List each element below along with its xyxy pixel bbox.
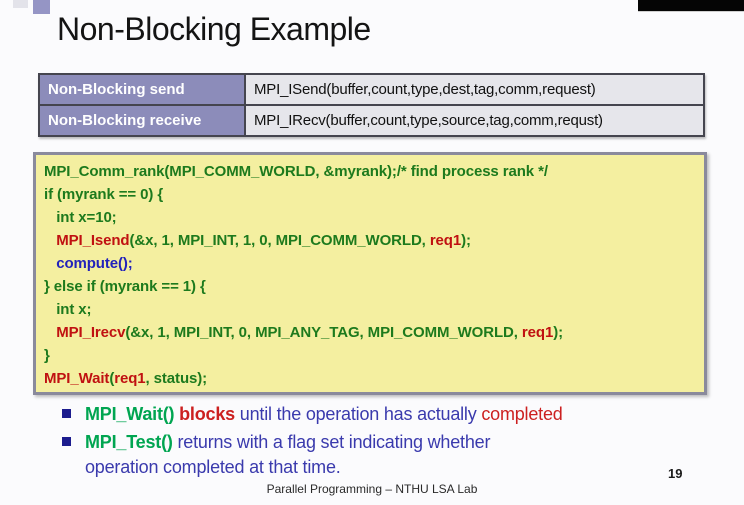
text-segment <box>44 232 56 249</box>
text-segment: MPI_Isend <box>56 232 130 249</box>
text-segment: ( <box>109 370 115 387</box>
text-segment: (&x, 1, MPI_INT, 1, 0, MPI_COMM_WORLD, <box>129 232 430 249</box>
text-segment: int x; <box>44 301 92 318</box>
code-line: MPI_Irecv(&x, 1, MPI_INT, 0, MPI_ANY_TAG… <box>44 321 696 344</box>
text-segment: if (myrank == 0) { <box>44 186 164 203</box>
bullet-list: MPI_Wait() blocks until the operation ha… <box>62 402 702 483</box>
text-segment: req1 <box>114 370 146 387</box>
text-segment: until the operation has actually <box>234 404 482 424</box>
code-line: MPI_Comm_rank(MPI_COMM_WORLD, &myrank);/… <box>44 160 696 183</box>
code-line: MPI_Isend(&x, 1, MPI_INT, 1, 0, MPI_COMM… <box>44 229 696 252</box>
text-segment: int x=10; <box>44 209 117 226</box>
text-segment: req1 <box>429 232 462 249</box>
text-segment: } <box>44 347 50 364</box>
text-segment: ); <box>553 324 563 341</box>
code-line: MPI_Wait(req1, status); <box>44 367 696 390</box>
bullet-item: MPI_Test() returns with a flag set indic… <box>62 430 702 480</box>
footer-text: Parallel Programming – NTHU LSA Lab <box>266 482 478 496</box>
text-segment: MPI_Wait() <box>85 404 175 424</box>
text-segment: , status); <box>145 370 208 387</box>
table-row: Non-Blocking receive MPI_IRecv(buffer,co… <box>38 104 705 137</box>
text-segment <box>44 255 56 272</box>
page-title: Non-Blocking Example <box>57 11 371 47</box>
text-segment: } else if (myrank == 1) { <box>44 278 206 295</box>
code-line: compute(); <box>44 252 696 275</box>
text-segment: MPI_Comm_rank(MPI_COMM_WORLD, &myrank);/… <box>44 163 548 180</box>
text-segment: MPI_Irecv <box>56 324 126 341</box>
text-segment: returns with a flag set indicating wheth… <box>85 432 491 477</box>
corner-deco-purple-square <box>33 0 50 14</box>
text-segment: blocks <box>179 404 235 424</box>
text-segment: req1 <box>521 324 554 341</box>
bullet-text: MPI_Test() returns with a flag set indic… <box>85 430 490 480</box>
text-segment: (&x, 1, MPI_INT, 0, MPI_ANY_TAG, MPI_COM… <box>125 324 522 341</box>
code-line: } <box>44 344 696 367</box>
text-segment: compute(); <box>56 255 133 272</box>
bullet-square-icon <box>62 409 71 418</box>
bullet-text: MPI_Wait() blocks until the operation ha… <box>85 402 563 427</box>
code-line: int x; <box>44 298 696 321</box>
page-number: 19 <box>668 466 683 481</box>
corner-deco-gray-square <box>13 0 28 8</box>
mpi-signature-table: Non-Blocking send MPI_ISend(buffer,count… <box>38 73 705 137</box>
video-overlay-black-bar <box>638 0 744 11</box>
table-row-label: Non-Blocking send <box>38 73 246 106</box>
table-row-label: Non-Blocking receive <box>38 104 246 137</box>
text-segment: completed <box>481 404 563 424</box>
table-row-code: MPI_IRecv(buffer,count,type,source,tag,c… <box>244 104 705 137</box>
bullet-item: MPI_Wait() blocks until the operation ha… <box>62 402 702 427</box>
text-segment: ); <box>461 232 471 249</box>
code-line: if (myrank == 0) { <box>44 183 696 206</box>
code-line: } else if (myrank == 1) { <box>44 275 696 298</box>
text-segment: MPI_Test() <box>85 432 173 452</box>
code-block: MPI_Comm_rank(MPI_COMM_WORLD, &myrank);/… <box>33 152 707 395</box>
bullet-square-icon <box>62 437 71 446</box>
table-row: Non-Blocking send MPI_ISend(buffer,count… <box>38 73 705 106</box>
text-segment <box>44 324 56 341</box>
code-line: int x=10; <box>44 206 696 229</box>
text-segment: MPI_Wait <box>44 370 110 387</box>
table-row-code: MPI_ISend(buffer,count,type,dest,tag,com… <box>244 73 705 106</box>
